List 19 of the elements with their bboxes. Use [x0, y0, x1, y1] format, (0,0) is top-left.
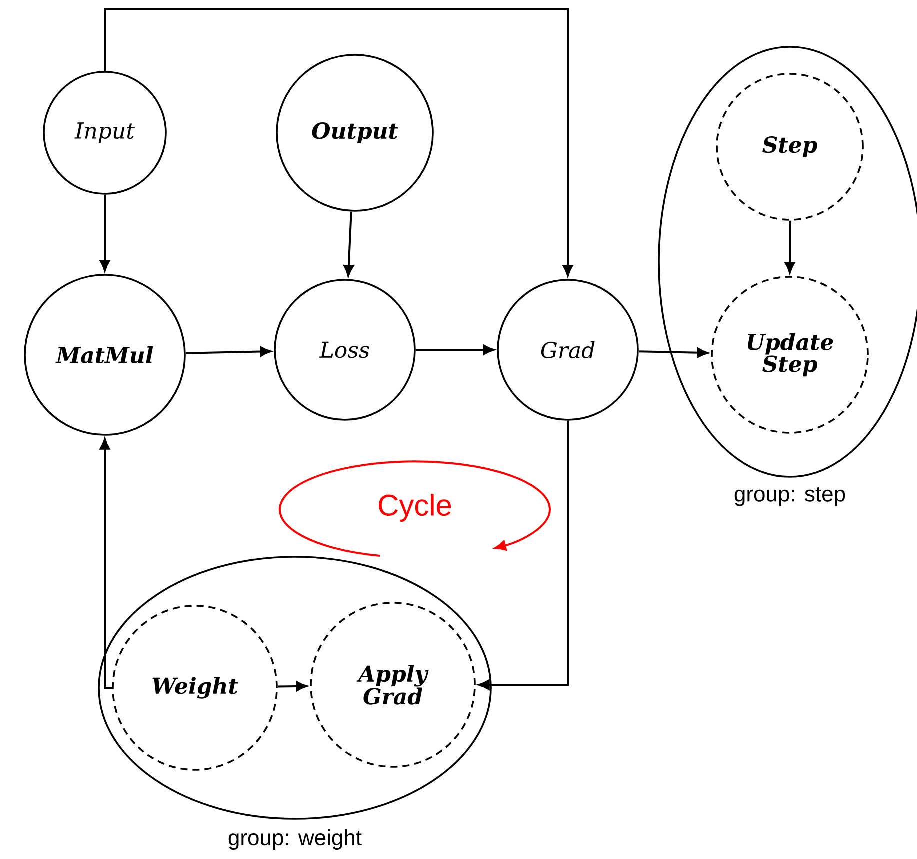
arrow — [344, 212, 354, 277]
arrow — [784, 220, 796, 274]
arrow — [100, 194, 110, 272]
circle-node: MatMul — [24, 274, 186, 436]
group-caption: group: weight — [228, 829, 362, 850]
arrow — [638, 348, 708, 358]
group-caption: group: step — [734, 487, 846, 506]
arrow — [416, 344, 494, 356]
cycle-label: Cycle — [379, 494, 452, 522]
arrow — [278, 681, 308, 692]
group-ellipse — [98, 556, 492, 820]
circle-node: Loss — [274, 279, 416, 421]
circle-node: Output — [276, 54, 434, 212]
arrow — [478, 420, 569, 690]
circle-node: Grad — [497, 279, 639, 421]
arrow — [186, 346, 272, 357]
arrow — [100, 438, 112, 689]
arrow — [104, 8, 574, 276]
circle-node: Input — [43, 71, 167, 195]
